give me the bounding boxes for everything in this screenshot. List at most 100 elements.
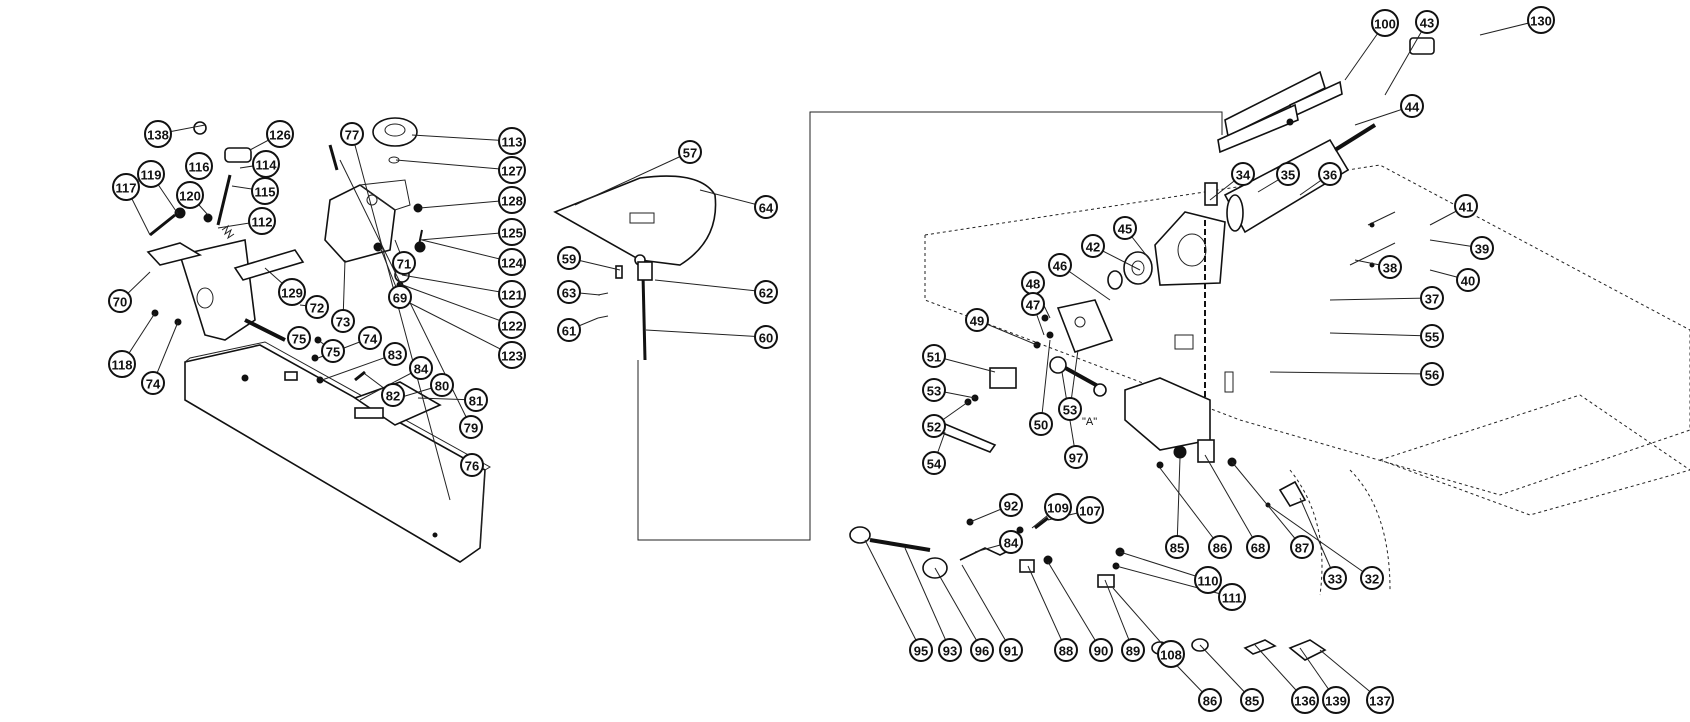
callout-number: 52 [927,420,941,435]
callout-bubble [1121,638,1145,662]
callout-bubble [999,530,1023,554]
part-callout: 44 [1400,94,1424,118]
callout-bubble [1420,324,1444,348]
part-callout: 100 [1371,9,1399,37]
part-callout: 77 [340,122,364,146]
part-callout: 63 [557,280,581,304]
callout-number: 126 [269,128,291,143]
part-callout: 60 [754,325,778,349]
leader-line [1269,371,1433,375]
callout-bubble [278,278,306,306]
callout-bubble [1415,10,1439,34]
part-callout: 41 [1454,194,1478,218]
leader-line [1119,551,1209,581]
callout-bubble [557,280,581,304]
part-callout: 54 [922,451,946,475]
part-callout: 115 [251,177,279,205]
gear-plate [1056,299,1114,353]
leader-line [934,567,983,651]
bearing-housing [1154,211,1226,286]
callout-number: 120 [179,189,201,204]
part-callout: 79 [459,415,483,439]
rod [938,422,997,453]
callout-number: 116 [189,160,210,175]
part-callout: 57 [678,140,702,164]
part-callout: 49 [965,308,989,332]
clamp-plate [146,242,203,266]
callout-number: 39 [1475,242,1489,257]
view-a-label: "A" [1082,416,1097,428]
callout-number: 128 [501,194,523,209]
callout-bubble [251,177,279,205]
fence-bracket [178,239,256,341]
part-callout: 95 [909,638,933,662]
infeed-table [924,164,1690,496]
callout-bubble [1322,686,1350,714]
callout-bubble [1420,286,1444,310]
callout-number: 81 [469,394,483,409]
leader-line [1159,467,1221,548]
callout-number: 92 [1004,499,1018,514]
part-callout: 137 [1366,686,1394,714]
callout-bubble [1246,535,1270,559]
part-callout: 38 [1378,255,1402,279]
part-callout: 85 [1240,688,1264,712]
part-callout: 110 [1194,566,1222,594]
callout-number: 63 [562,286,576,301]
callout-bubble [383,342,407,366]
knob [849,526,871,544]
leader-line [1329,297,1433,301]
callout-bubble [1276,162,1300,186]
leader-line [1027,565,1067,651]
callout-number: 88 [1059,644,1073,659]
part-callout: 35 [1276,162,1300,186]
part-callout: 121 [498,280,526,308]
callout-number: 91 [1004,644,1018,659]
callout-bubble [321,339,345,363]
callout-number: 86 [1213,541,1227,556]
part-callout: 118 [108,350,136,378]
callout-bubble [1089,638,1113,662]
callout-number: 90 [1094,644,1108,659]
callout-bubble [287,326,311,350]
table-assembly [553,111,1223,541]
part-callout: 82 [381,383,405,407]
callout-bubble [141,371,165,395]
part-callout: 122 [498,311,526,339]
callout-bubble [1076,496,1104,524]
callout-number: 74 [146,377,161,392]
table-plate [553,175,717,266]
callout-bubble [1456,268,1480,292]
callout-number: 138 [147,128,169,143]
leader-line [419,199,513,209]
callout-bubble [1231,162,1255,186]
part-callout: 87 [1290,535,1314,559]
callout-number: 111 [1222,591,1242,606]
part-callout: 107 [1076,496,1104,524]
part-callout: 62 [754,280,778,304]
callout-number: 73 [336,315,350,330]
lock-rod-spring [233,249,305,281]
part-callout: 71 [392,251,416,275]
callout-bubble [108,289,132,313]
part-callout: 64 [754,195,778,219]
tag [1288,639,1327,661]
callout-bubble [1054,638,1078,662]
part-callout: 109 [1044,493,1072,521]
callout-number: 83 [388,348,402,363]
leader-line [421,239,513,263]
leader-line [1112,587,1172,655]
callout-bubble [358,326,382,350]
leader-line [654,279,767,293]
callout-bubble [409,356,433,380]
leader-line [1047,561,1102,651]
part-callout: 74 [358,326,382,350]
callout-bubble [1290,535,1314,559]
part-callout: 45 [1113,216,1137,240]
callout-number: 87 [1295,541,1309,556]
leader-line [419,231,513,241]
callout-bubble [1208,535,1232,559]
group-outline [637,111,1223,541]
callout-number: 100 [1374,17,1396,32]
